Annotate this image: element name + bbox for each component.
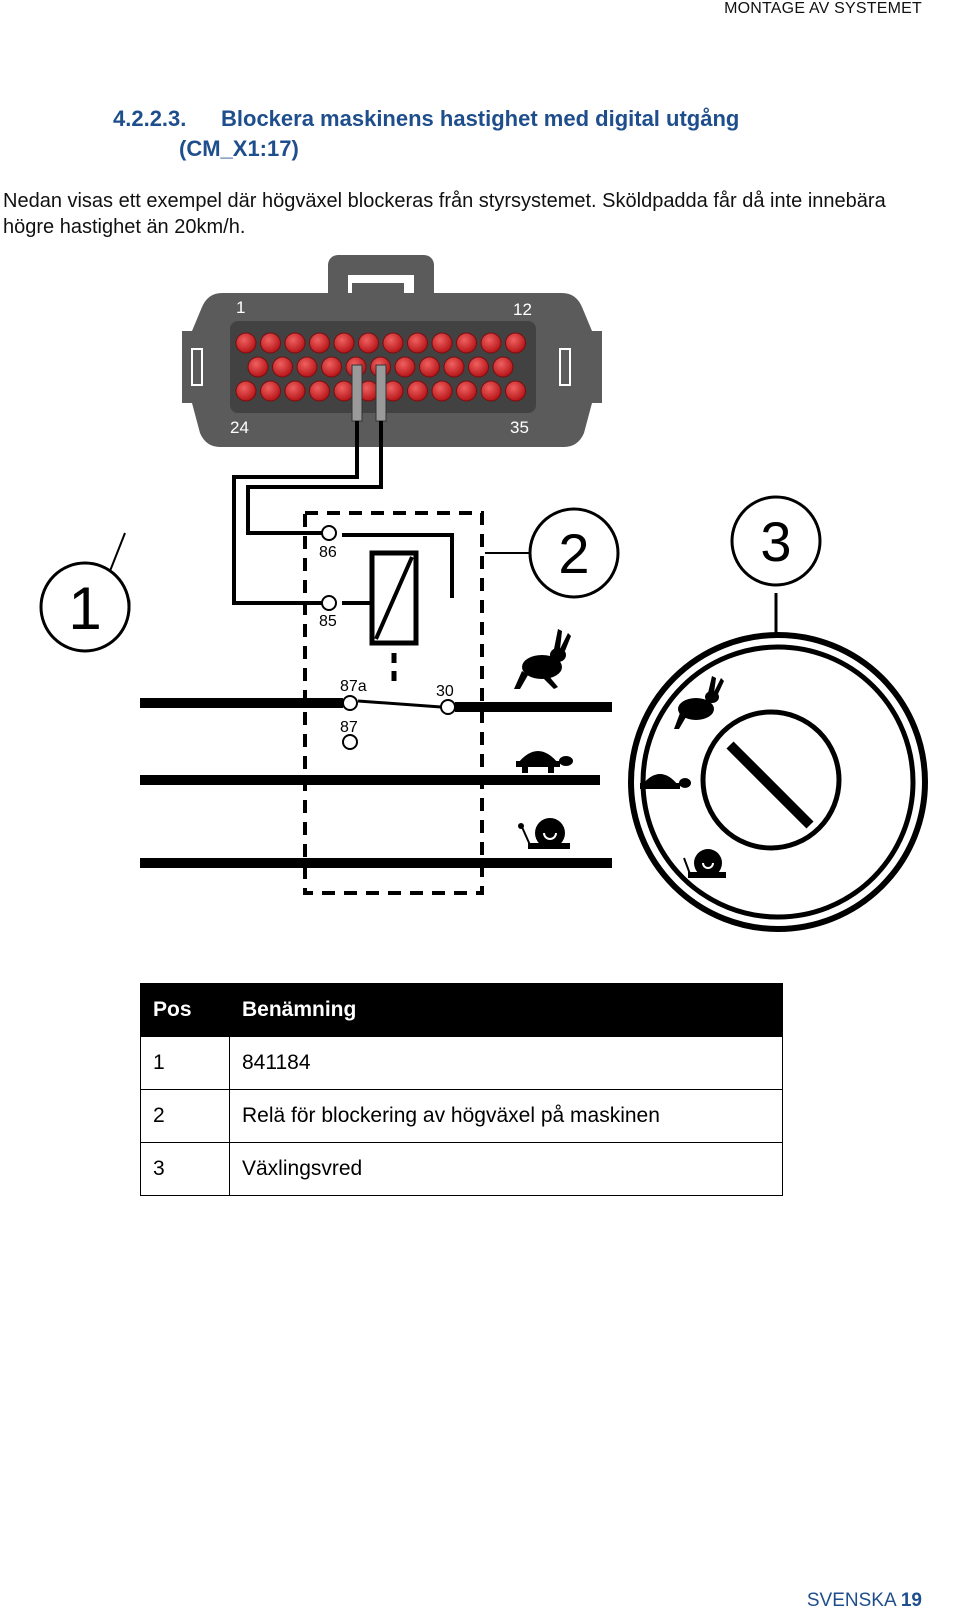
connector-pin [296, 356, 318, 378]
terminal-87a: 87a [340, 678, 367, 695]
table-row: 2 Relä för blockering av högväxel på mas… [140, 1089, 783, 1143]
connector: 1 12 24 35 [182, 255, 602, 447]
speed-lines [140, 698, 612, 868]
pin-label-24: 24 [230, 418, 249, 437]
cell-pos: 3 [140, 1142, 230, 1196]
connector-pin [272, 356, 293, 378]
section-title-line1: Blockera maskinens hastighet med digital… [221, 106, 740, 131]
terminal-30: 30 [436, 683, 454, 700]
connector-pin [309, 332, 330, 354]
connector-pin [235, 380, 257, 402]
table-header-row: Pos Benämning [140, 983, 783, 1037]
wiring-diagram: 1 12 24 35 86 85 87a 30 87 [130, 255, 928, 932]
knob-rabbit-icon [674, 676, 724, 729]
connector-pin [321, 356, 342, 378]
terminal-87: 87 [340, 719, 358, 736]
pin-label-1: 1 [236, 298, 245, 317]
column-header-name: Benämning [229, 983, 783, 1037]
callout-2-label: 2 [558, 522, 589, 585]
position-table: Pos Benämning 1 841184 2 Relä för blocke… [140, 983, 783, 1196]
connector-pin [407, 380, 428, 402]
page-footer: SVENSKA 19 [807, 1590, 922, 1612]
callout-3-label: 3 [760, 510, 791, 573]
connector-pin [505, 332, 526, 354]
page-number: 19 [900, 1590, 922, 1611]
cell-pos: 2 [140, 1089, 230, 1143]
connector-pin [419, 356, 440, 378]
terminal-85: 85 [319, 613, 337, 630]
table-row: 1 841184 [140, 1036, 783, 1090]
connector-pin [456, 380, 477, 402]
connector-pin [492, 356, 514, 378]
section-heading: 4.2.2.3. Blockera maskinens hastighet med… [113, 104, 739, 164]
connector-pins [235, 332, 526, 402]
rabbit-icon [514, 629, 571, 689]
section-number: 4.2.2.3. [113, 106, 187, 131]
connector-pin [260, 332, 281, 354]
callout-3: 3 [730, 495, 822, 587]
connector-pin [333, 380, 355, 402]
connector-pin [456, 332, 477, 354]
connector-pin [260, 380, 281, 402]
pin-label-35: 35 [510, 418, 529, 437]
callout-1-marker: 1 [39, 532, 131, 653]
connector-pin [358, 332, 379, 354]
cell-pos: 1 [140, 1036, 230, 1090]
connector-pin [235, 332, 257, 354]
connector-pin [284, 380, 306, 402]
connector-pin [333, 332, 355, 354]
connector-pin [431, 332, 453, 354]
connector-pin [394, 356, 416, 378]
connector-pin [431, 380, 453, 402]
section-title-line2: (CM_X1:17) [179, 136, 299, 161]
cell-name: Växlingsvred [229, 1142, 783, 1196]
signal-wires [232, 421, 454, 605]
connector-pin [284, 332, 306, 354]
connector-pin [480, 380, 502, 402]
knob-turtle-icon [640, 774, 691, 789]
connector-pin [247, 356, 269, 378]
knob-snail-icon [683, 849, 726, 878]
table-row: 3 Växlingsvred [140, 1142, 783, 1196]
snail-icon [518, 818, 570, 849]
connector-pin [505, 380, 526, 402]
running-header: MONTAGE AV SYSTEMET [724, 0, 922, 17]
terminal-86: 86 [319, 544, 337, 561]
body-paragraph: Nedan visas ett exempel där högväxel blo… [3, 190, 886, 238]
connector-pin [309, 380, 330, 402]
gear-selector-knob [628, 593, 928, 932]
callout-1-label: 1 [68, 575, 101, 642]
connector-pin [407, 332, 428, 354]
column-header-pos: Pos [140, 983, 230, 1037]
connector-pin [480, 332, 502, 354]
footer-language: SVENSKA [806, 1590, 896, 1611]
callout-2: 2 [485, 507, 620, 599]
connector-pin [443, 356, 465, 378]
cell-name: 841184 [229, 1036, 783, 1090]
connector-pin [468, 356, 489, 378]
connector-pin [382, 332, 404, 354]
turtle-icon [516, 751, 573, 773]
pin-label-12: 12 [513, 300, 532, 319]
cell-name: Relä för blockering av högväxel på maski… [229, 1089, 783, 1143]
